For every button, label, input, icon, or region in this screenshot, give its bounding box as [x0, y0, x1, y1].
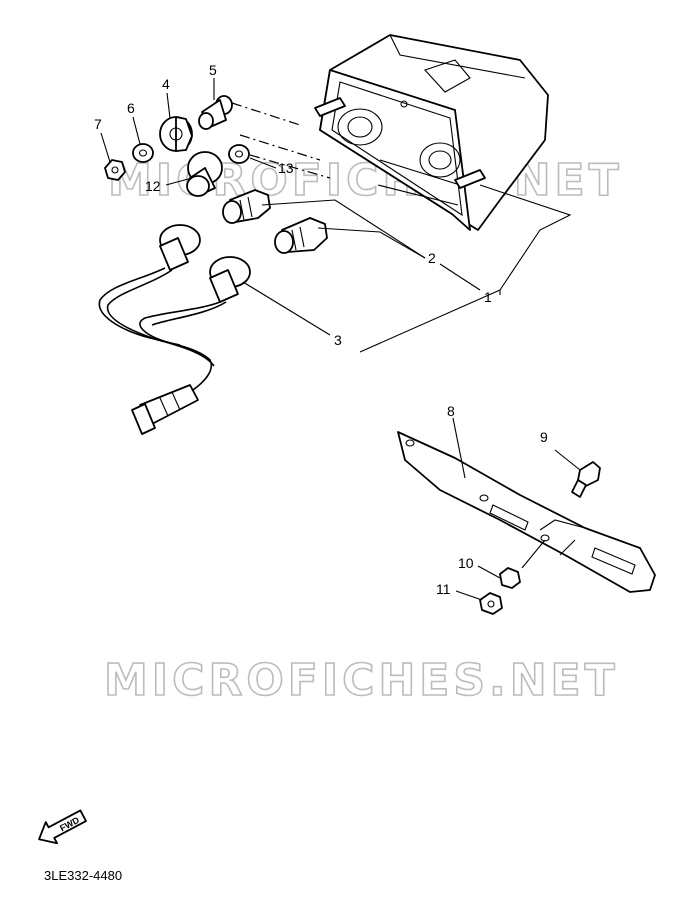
license-plate-bracket — [397, 431, 656, 593]
callout-10: 10 — [458, 555, 474, 571]
callout-4: 4 — [162, 76, 170, 92]
part-12-rubber-grommet — [186, 151, 223, 197]
watermark-top: MICROFICHES.NET — [108, 155, 623, 206]
assembly-lines — [231, 102, 331, 179]
callout-3: 3 — [334, 332, 342, 348]
callout-7: 7 — [94, 116, 102, 132]
socket-harness — [98, 224, 251, 435]
bulb-upper — [222, 189, 271, 224]
callout-6: 6 — [127, 100, 135, 116]
part-4-rubber-damper — [159, 116, 193, 152]
callout-9: 9 — [540, 429, 548, 445]
diagram-code: 3LE332-4480 — [44, 868, 122, 883]
part-13-washer — [228, 144, 250, 164]
part-5-grommet-stud — [198, 95, 233, 130]
callout-labels: 1 2 3 4 5 6 7 8 9 10 11 12 13 — [94, 62, 548, 597]
part-7-nut — [104, 159, 126, 181]
part-9-bolt — [571, 461, 601, 498]
callout-12: 12 — [145, 178, 161, 194]
watermark-middle: MICROFICHES.NET — [104, 655, 619, 706]
callout-13: 13 — [278, 160, 294, 176]
callout-1: 1 — [484, 289, 492, 305]
fwd-arrow-icon: FWD — [38, 809, 87, 845]
part-6-washer — [132, 143, 154, 163]
part-10-nut — [499, 567, 521, 589]
callout-5: 5 — [209, 62, 217, 78]
callout-8: 8 — [447, 403, 455, 419]
bulb-lower — [274, 217, 328, 254]
leader-lines — [100, 78, 581, 601]
callout-11: 11 — [436, 581, 451, 597]
part-11-nut — [479, 592, 503, 615]
tail-light-housing — [314, 34, 549, 231]
callout-2: 2 — [428, 250, 436, 266]
